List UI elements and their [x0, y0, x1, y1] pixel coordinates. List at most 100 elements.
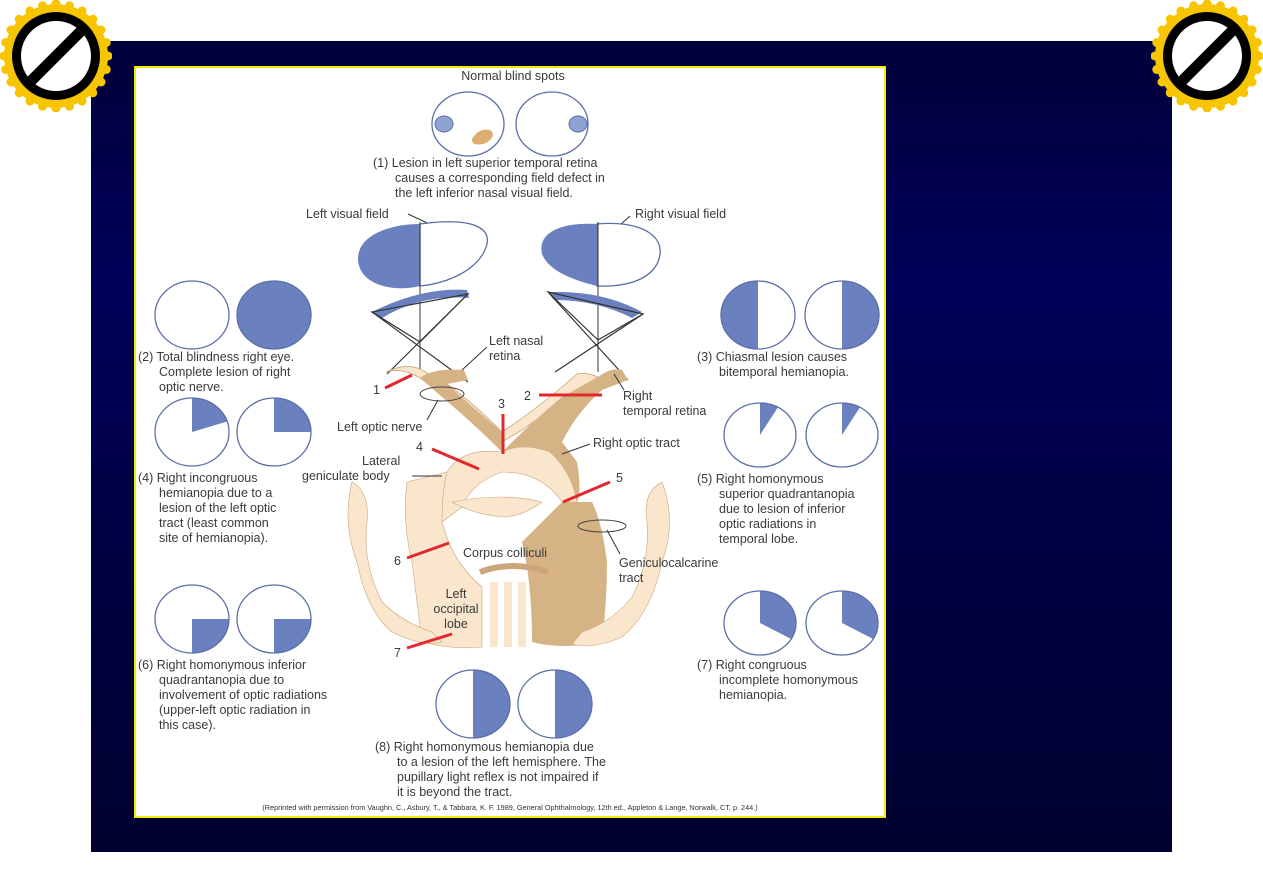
right-optic-tract-label: Right optic tract — [593, 436, 680, 450]
lesion-mark-4 — [431, 447, 480, 471]
field-defect-sector — [842, 591, 878, 639]
svg-text:lesion of the left optic: lesion of the left optic — [159, 501, 276, 515]
svg-text:(1) Lesion in left superior te: (1) Lesion in left superior temporal ret… — [373, 156, 597, 170]
svg-text:this case).: this case). — [159, 718, 216, 732]
field-defect-sector — [237, 281, 311, 349]
field-defect-sector — [473, 670, 510, 738]
svg-text:3: 3 — [498, 397, 505, 411]
lesion-mark-6 — [406, 541, 450, 560]
case-4-right-eye-field — [236, 397, 312, 467]
svg-text:occipital: occipital — [433, 602, 478, 616]
case-5-right-eye-field — [805, 402, 879, 468]
svg-text:2: 2 — [524, 389, 531, 403]
geniculocalcarine-ring — [577, 519, 627, 533]
right-visual-field — [541, 222, 661, 381]
lesion-mark-5 — [562, 480, 611, 504]
svg-text:geniculate body: geniculate body — [302, 469, 390, 483]
svg-text:(8) Right homonymous hemianopi: (8) Right homonymous hemianopia due — [375, 740, 594, 754]
field-defect-sector — [274, 619, 311, 653]
corpus-colliculi-label: Corpus colliculi — [463, 546, 547, 560]
case-4-left-eye-field — [154, 397, 230, 467]
svg-text:site of hemianopia).: site of hemianopia). — [159, 531, 268, 545]
case-7-right-eye-field — [805, 590, 879, 656]
normal-blind-spots-label: Normal blind spots — [461, 69, 565, 83]
field-defect-diagrams — [154, 280, 880, 739]
svg-text:temporal retina: temporal retina — [623, 404, 706, 418]
svg-text:incomplete homonymous: incomplete homonymous — [719, 673, 858, 687]
svg-text:superior quadrantanopia: superior quadrantanopia — [719, 487, 855, 501]
field-defect-sector — [721, 281, 758, 349]
svg-text:optic nerve.: optic nerve. — [159, 380, 224, 394]
svg-text:(5) Right homonymous: (5) Right homonymous — [697, 472, 823, 486]
no-entry-badge-icon — [1151, 0, 1263, 112]
case-4-caption: (4) Right incongruous hemianopia due to … — [138, 471, 276, 545]
case-2-caption: (2) Total blindness right eye. Complete … — [138, 350, 294, 394]
case-6-right-eye-field — [236, 584, 312, 654]
svg-text:lobe: lobe — [444, 617, 468, 631]
svg-text:tract (least common: tract (least common — [159, 516, 269, 530]
svg-text:causes a corresponding field d: causes a corresponding field defect in — [395, 171, 605, 185]
left-optic-nerve-ring — [419, 386, 465, 402]
no-entry-badge-icon — [0, 0, 112, 112]
left-nasal-retina-label: Left nasal — [489, 334, 543, 348]
right-visual-field-label: Right visual field — [635, 207, 726, 221]
svg-text:quadrantanopia due to: quadrantanopia due to — [159, 673, 284, 687]
case-6-left-eye-field — [154, 584, 230, 654]
left-visual-field — [357, 221, 489, 383]
svg-text:(4) Right incongruous: (4) Right incongruous — [138, 471, 258, 485]
case-7-left-eye-field — [723, 590, 797, 656]
geniculocalcarine-tract-label: Geniculocalcarine — [619, 556, 718, 570]
case-2-left-eye-field — [154, 280, 230, 350]
field-defect-sector — [192, 398, 228, 432]
field-defect-sector — [760, 591, 796, 639]
case-3-caption: (3) Chiasmal lesion causes bitemporal he… — [697, 350, 849, 379]
lesion-number-labels: 1 2 3 4 5 6 7 — [373, 383, 623, 660]
case-2-right-eye-field — [236, 280, 312, 350]
visual-pathway-diagram: Normal blind spots (1) Lesion in left su… — [138, 69, 880, 812]
svg-text:to a lesion of the left hemisp: to a lesion of the left hemisphere. The — [397, 755, 606, 769]
case-5-left-eye-field — [723, 402, 797, 468]
svg-text:the left inferior nasal visual: the left inferior nasal visual field. — [395, 186, 573, 200]
svg-text:6: 6 — [394, 554, 401, 568]
svg-text:hemianopia due to a: hemianopia due to a — [159, 486, 272, 500]
left-visual-field-label: Left visual field — [306, 207, 389, 221]
svg-text:optic radiations in: optic radiations in — [719, 517, 816, 531]
field-defect-sector — [842, 403, 860, 435]
lesion-marks — [384, 373, 611, 650]
left-occipital-lobe-label: Left occipital lobe — [433, 587, 478, 631]
svg-text:(6) Right homonymous inferior: (6) Right homonymous inferior — [138, 658, 306, 672]
svg-text:(2) Total blindness right eye.: (2) Total blindness right eye. — [138, 350, 294, 364]
svg-text:it is beyond the tract.: it is beyond the tract. — [397, 785, 512, 799]
case-6-caption: (6) Right homonymous inferior quadrantan… — [138, 658, 327, 732]
field-defect-sector — [555, 670, 592, 738]
case-3-right-eye-field — [804, 280, 880, 350]
svg-text:(upper-left optic radiation in: (upper-left optic radiation in — [159, 703, 311, 717]
svg-text:pupillary light reflex is not: pupillary light reflex is not impaired i… — [397, 770, 599, 784]
svg-text:(7) Right congruous: (7) Right congruous — [697, 658, 807, 672]
case-5-caption: (5) Right homonymous superior quadrantan… — [697, 472, 855, 546]
svg-text:temporal lobe.: temporal lobe. — [719, 532, 798, 546]
case-8-caption: (8) Right homonymous hemianopia due to a… — [375, 740, 606, 799]
lesion-scotoma — [472, 129, 493, 145]
left-optic-nerve-label: Left optic nerve — [337, 420, 423, 434]
svg-text:Left: Left — [446, 587, 467, 601]
svg-text:retina: retina — [489, 349, 520, 363]
svg-text:1: 1 — [373, 383, 380, 397]
optic-pathway — [347, 366, 670, 649]
svg-text:tract: tract — [619, 571, 644, 585]
field-defect-sector — [274, 398, 311, 432]
field-defect-sector — [192, 619, 229, 653]
lateral-geniculate-body-label: Lateral — [362, 454, 400, 468]
blind-spot-fields — [431, 91, 589, 157]
right-temporal-retina-label: Right — [623, 389, 653, 403]
svg-text:5: 5 — [616, 471, 623, 485]
field-defect-sector — [842, 281, 879, 349]
case-1-caption: (1) Lesion in left superior temporal ret… — [373, 156, 605, 200]
case-7-caption: (7) Right congruous incomplete homonymou… — [697, 658, 858, 702]
svg-text:7: 7 — [394, 646, 401, 660]
case-8-left-eye-field — [435, 669, 511, 739]
lesion-mark-7 — [406, 632, 453, 650]
svg-text:involvement of optic radiation: involvement of optic radiations — [159, 688, 327, 702]
svg-text:Complete lesion of right: Complete lesion of right — [159, 365, 291, 379]
svg-text:due to lesion of inferior: due to lesion of inferior — [719, 502, 845, 516]
